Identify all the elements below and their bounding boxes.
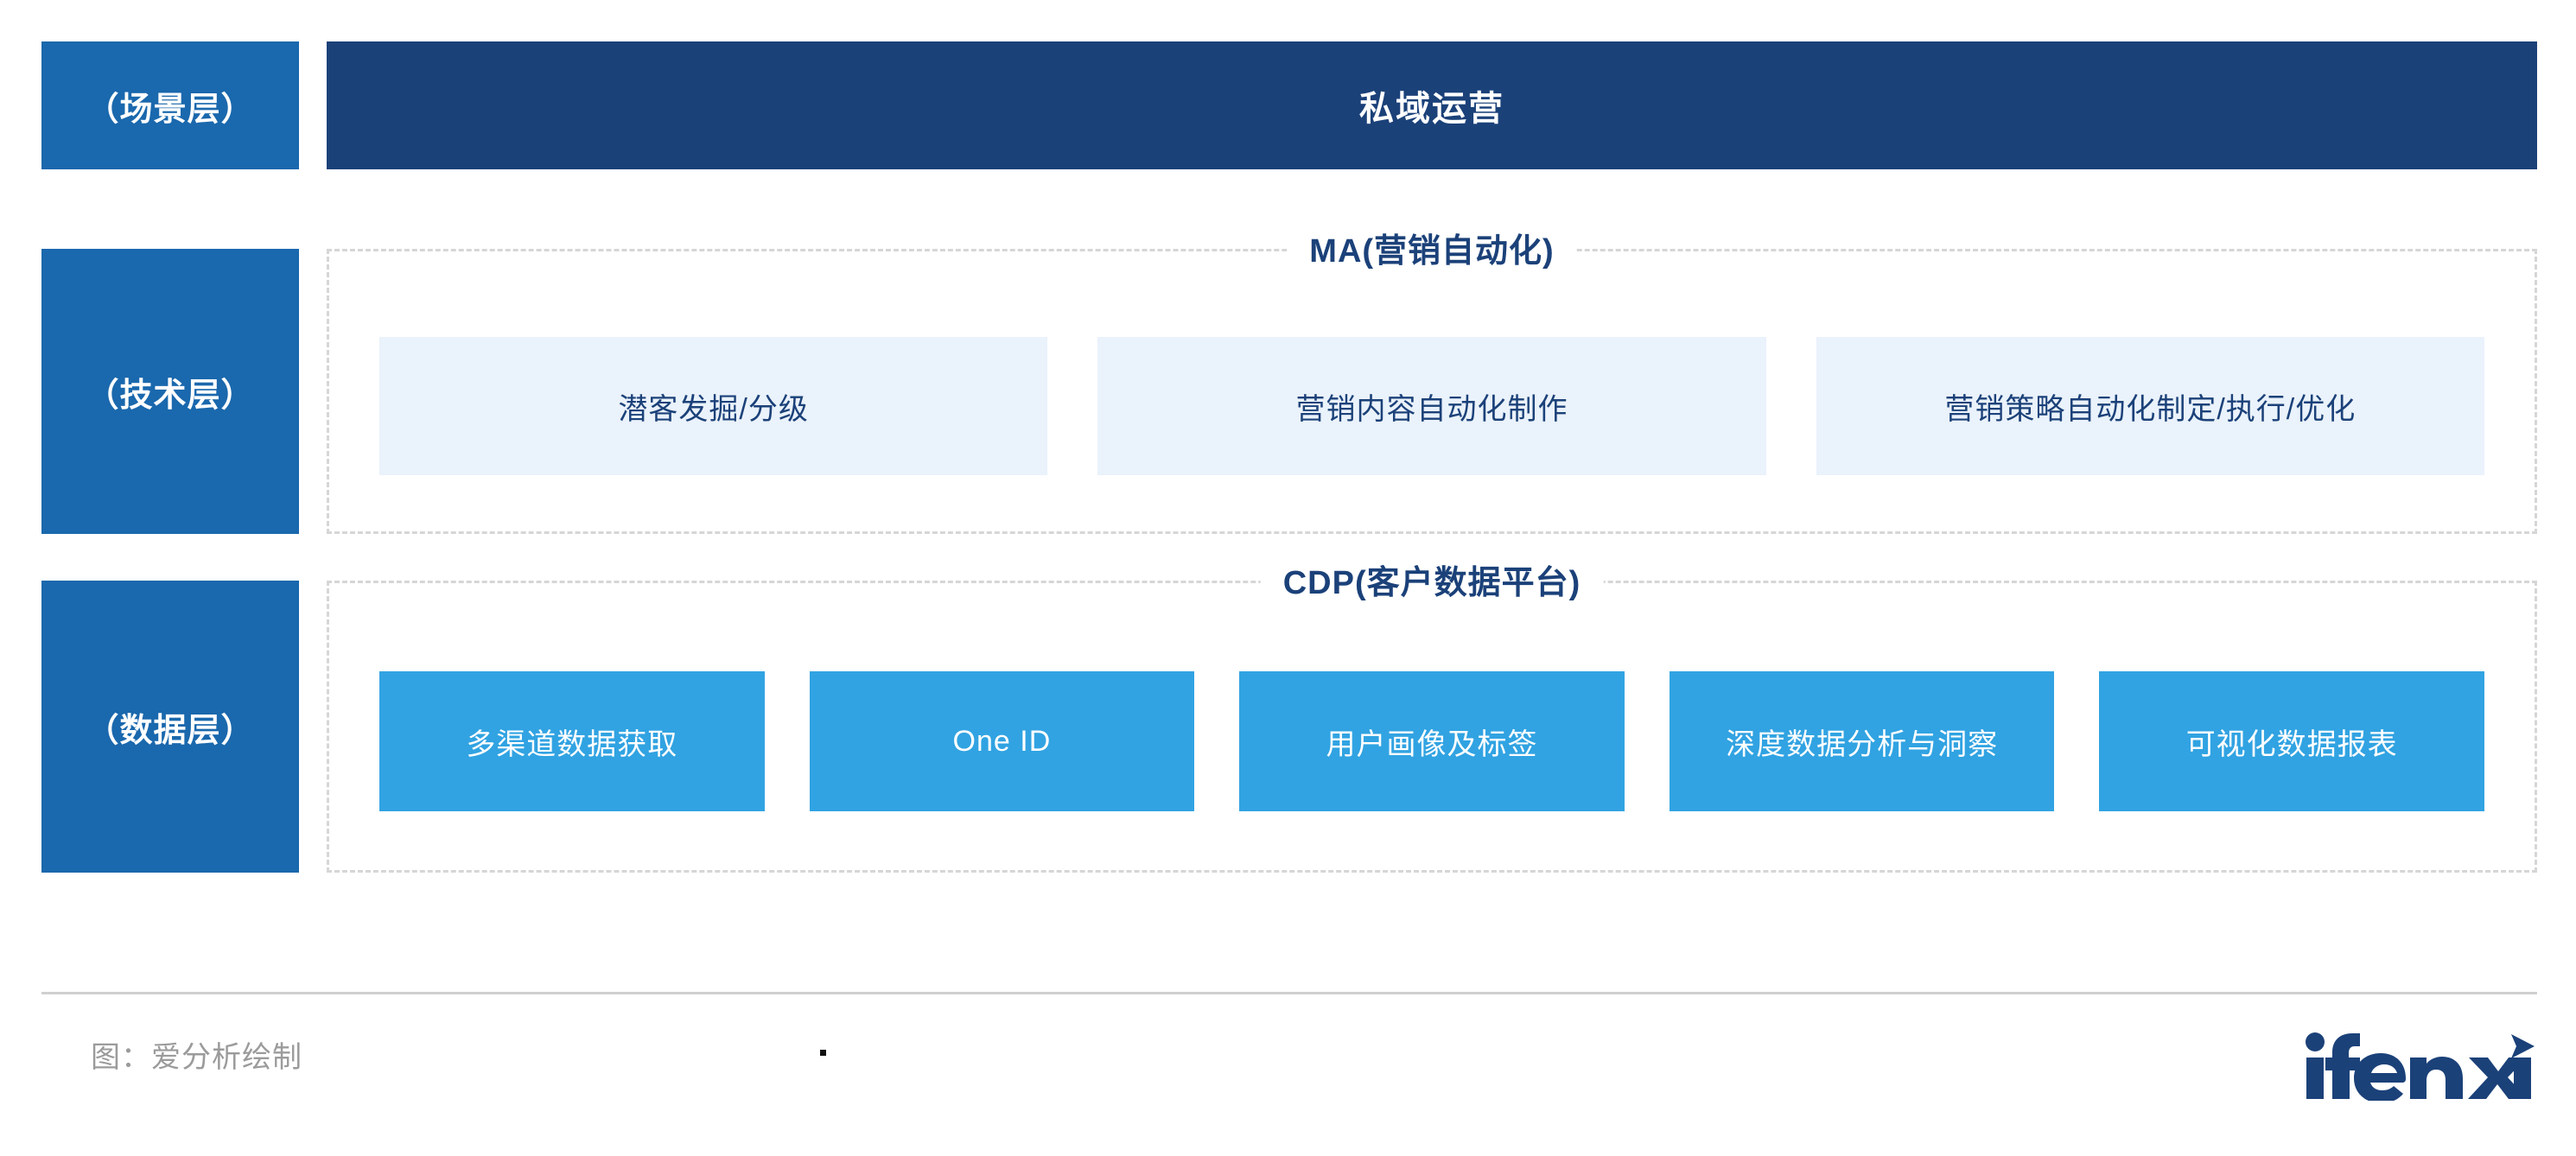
ma-box: 营销策略自动化制定/执行/优化 xyxy=(1816,337,2484,475)
cdp-panel: CDP(客户数据平台) 多渠道数据获取 One ID 用户画像及标签 深度数据分… xyxy=(327,556,2537,873)
cdp-box: 可视化数据报表 xyxy=(2099,671,2484,811)
cdp-panel-title: CDP(客户数据平台) xyxy=(1260,556,1604,603)
footer-divider xyxy=(41,992,2537,994)
ma-panel: MA(营销自动化) 潜客发掘/分级 营销内容自动化制作 营销策略自动化制定/执行… xyxy=(327,224,2537,534)
tech-layer-row: （技术层） MA(营销自动化) 潜客发掘/分级 营销内容自动化制作 营销策略自动… xyxy=(41,224,2537,534)
scene-layer-row: （场景层） 私域运营 xyxy=(41,41,2537,169)
data-layer-label: （数据层） xyxy=(41,581,299,873)
cdp-box: 多渠道数据获取 xyxy=(379,671,765,811)
data-layer-row: （数据层） CDP(客户数据平台) 多渠道数据获取 One ID 用户画像及标签… xyxy=(41,556,2537,873)
ma-box: 潜客发掘/分级 xyxy=(379,337,1048,475)
tech-layer-label: （技术层） xyxy=(41,249,299,534)
ifenxi-logo xyxy=(2303,1021,2535,1101)
cdp-box: One ID xyxy=(809,671,1195,811)
ma-panel-title: MA(营销自动化) xyxy=(1287,224,1577,271)
scene-layer-title-bar: 私域运营 xyxy=(327,41,2537,169)
scene-layer-label: （场景层） xyxy=(41,41,299,169)
cdp-box: 深度数据分析与洞察 xyxy=(1669,671,2055,811)
cdp-box-strip: 多渠道数据获取 One ID 用户画像及标签 深度数据分析与洞察 可视化数据报表 xyxy=(329,671,2535,811)
source-note: 图：爱分析绘制 xyxy=(91,1041,302,1074)
stray-dot-mark xyxy=(820,1050,826,1056)
cdp-box: 用户画像及标签 xyxy=(1239,671,1625,811)
ifenxi-logo-icon xyxy=(2306,1032,2535,1101)
ma-box: 营销内容自动化制作 xyxy=(1097,337,1766,475)
ma-box-strip: 潜客发掘/分级 营销内容自动化制作 营销策略自动化制定/执行/优化 xyxy=(329,337,2535,475)
